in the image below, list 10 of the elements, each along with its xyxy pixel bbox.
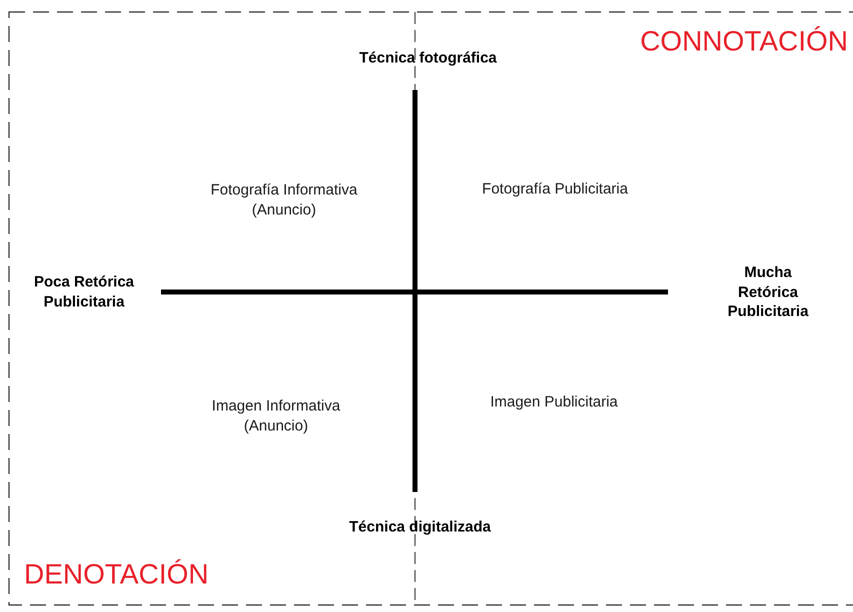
quadrant-label: Fotografía Informativa (Anuncio) <box>210 180 358 220</box>
quadrant-label: Fotografía Publicitaria <box>482 179 628 199</box>
axis-label: Poca Retórica Publicitaria <box>32 272 136 312</box>
axis-label: Mucha Retórica Publicitaria <box>726 262 810 322</box>
axis-label: Técnica digitalizada <box>349 517 491 537</box>
region-title: DENOTACIÓN <box>24 560 209 590</box>
quadrant-label: Imagen Informativa (Anuncio) <box>210 396 342 436</box>
region-title: CONNOTACIÓN <box>640 26 848 58</box>
quadrant-label: Imagen Publicitaria <box>490 392 618 412</box>
axis-label: Técnica fotográfica <box>359 48 497 68</box>
